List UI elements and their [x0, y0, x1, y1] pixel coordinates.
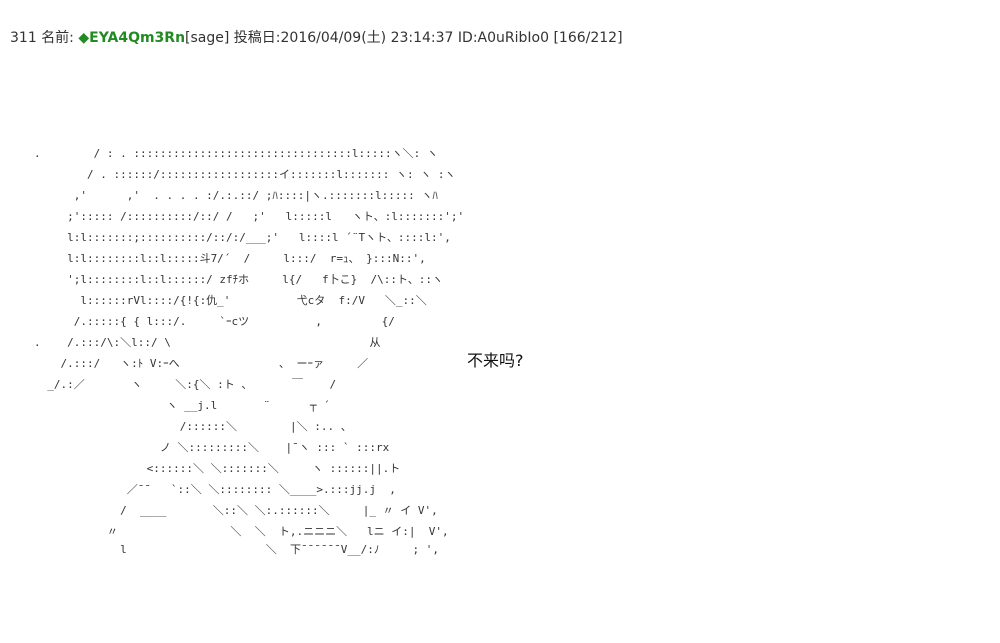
ascii-art-line: ノ ＼:::::::::＼ |¯ヽ ::: ` :::rx	[34, 441, 390, 454]
ascii-art: . / : . ::::::::::::::::::::::::::::::::…	[34, 146, 464, 556]
ascii-art-line: . /.:::/\:＼l::/ \ 从	[34, 336, 381, 349]
ascii-art-line: ヽ __j.l ¨ ┬ ´	[34, 399, 330, 412]
ascii-art-line: /::::::＼ |＼ :.. 、	[34, 420, 352, 433]
post-date: 2016/04/09(土) 23:14:37	[280, 30, 454, 46]
ascii-art-line: l:l::::::::l::l:::::斗7/´ / l:::/ r=ｭ、 }:…	[34, 252, 426, 265]
ascii-art-line: l:l:::::::;::::::::::/::/:/___;' l::::l …	[34, 231, 451, 244]
ascii-art-line: ;'::::: /::::::::::/::/ / ;' l:::::l ヽト、…	[34, 210, 465, 223]
ascii-art-line: _/.:／ ヽ ＼:{＼ :ト 、 ￣ /	[34, 378, 337, 391]
top-mark: ″	[10, 0, 15, 7]
ascii-art-line: ';l::::::::l::l::::::/ zfﾁホ l{/ f卜こ} /\:…	[34, 273, 444, 286]
post-number[interactable]: 311	[10, 30, 37, 46]
ascii-art-line: /.:::::{ { l:::/. `ｰcツ , {/	[34, 315, 395, 328]
date-label: 投稿日:	[233, 30, 281, 46]
poster-name: ◆EYA4Qm3Rn	[78, 30, 186, 46]
dialog-text: 不来吗?	[467, 351, 524, 370]
name-label: 名前:	[41, 30, 74, 46]
ascii-art-line: / ____ ＼::＼ ＼:.::::::＼ |_ 〃 イ V',	[34, 504, 438, 517]
post-header: 311 名前: ◆EYA4Qm3Rn[sage] 投稿日:2016/04/09(…	[10, 29, 623, 47]
ascii-art-line: . / : . ::::::::::::::::::::::::::::::::…	[34, 147, 438, 160]
ascii-art-line: ／¯¯ `::＼ ＼:::::::: ＼____>.:::jj.j ,	[34, 483, 396, 496]
ascii-art-line: l::::::rVl::::/{!{:仇_' 弋cタ f:/V ＼_::＼	[34, 294, 427, 307]
ascii-art-line: ,' ,' . . . . :/.:.::/ ;ﾊ::::|ヽ.:::::::l…	[34, 189, 438, 202]
poster-id[interactable]: ID:A0uRibIo0	[457, 30, 550, 46]
ascii-art-line: 〃 ＼ ＼ ト,.ニニニ＼ lニ イ:| V',	[34, 525, 449, 538]
ascii-art-line: /.:::/ ヽ:ﾄ V:ｰへ 、 ーｰァ ／	[34, 357, 369, 370]
mail-field: [sage]	[185, 30, 230, 46]
ascii-art-line: <::::::＼ ＼:::::::＼ ヽ ::::::||.ト	[34, 462, 401, 475]
ascii-art-line: l ＼ 下¯¯¯¯¯¯V__/:ﾉ ; ',	[34, 543, 439, 556]
post-count: [166/212]	[553, 30, 623, 46]
ascii-art-line: / . ::::::/::::::::::::::::::イ:::::::l::…	[34, 168, 456, 181]
